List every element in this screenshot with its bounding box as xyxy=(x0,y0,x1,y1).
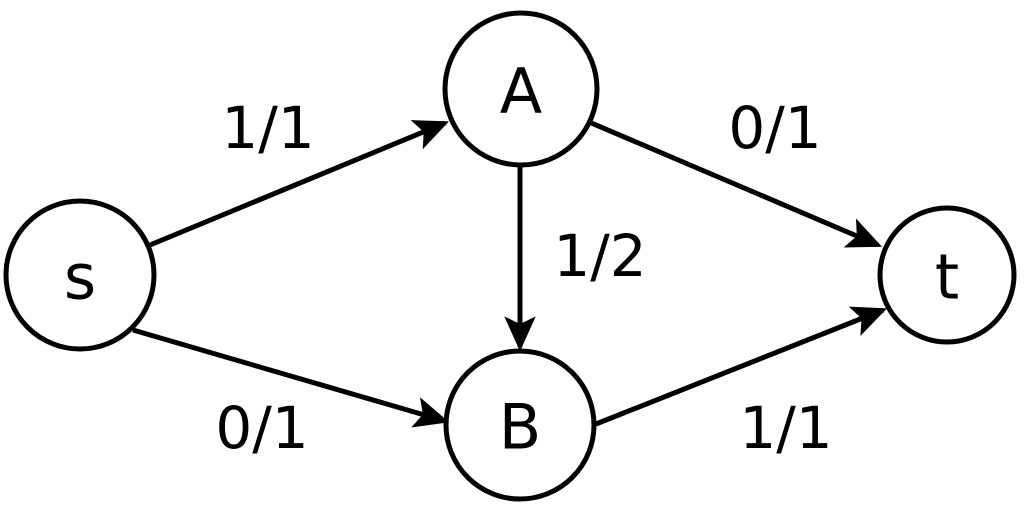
node-s[interactable]: s xyxy=(3,198,157,352)
node-label-t: t xyxy=(935,241,959,314)
node-t[interactable]: t xyxy=(877,205,1017,345)
node-circle-s[interactable] xyxy=(3,198,157,352)
node-a[interactable]: A xyxy=(442,10,600,168)
node-circle-a[interactable] xyxy=(442,10,600,168)
edge-line-a-t xyxy=(588,119,883,248)
edge-a-to-b: 1/2 xyxy=(504,165,647,352)
node-label-b: B xyxy=(499,391,542,464)
edge-label-a-t: 0/1 xyxy=(728,94,821,162)
edge-s-to-a: 1/1 xyxy=(149,94,450,248)
edge-label-b-t: 1/1 xyxy=(739,394,832,462)
edge-b-to-t: 1/1 xyxy=(595,306,888,462)
edge-line-b-t xyxy=(595,306,888,427)
edge-label-s-a: 1/1 xyxy=(221,94,314,162)
node-circle-b[interactable] xyxy=(443,348,597,502)
node-circle-t[interactable] xyxy=(877,205,1017,345)
nodes-layer: s A B t xyxy=(3,10,1017,502)
edges-layer: 1/1 0/1 1/2 0/1 1/1 xyxy=(132,94,888,462)
edge-line-s-a xyxy=(149,120,450,248)
node-label-a: A xyxy=(500,55,542,128)
edge-s-to-b: 0/1 xyxy=(132,327,450,462)
edge-a-to-t: 0/1 xyxy=(588,94,883,248)
edge-line-s-b xyxy=(132,327,450,428)
edge-label-s-b: 0/1 xyxy=(215,394,308,462)
edge-label-a-b: 1/2 xyxy=(553,222,646,290)
node-b[interactable]: B xyxy=(443,348,597,502)
node-label-s: s xyxy=(64,241,96,314)
